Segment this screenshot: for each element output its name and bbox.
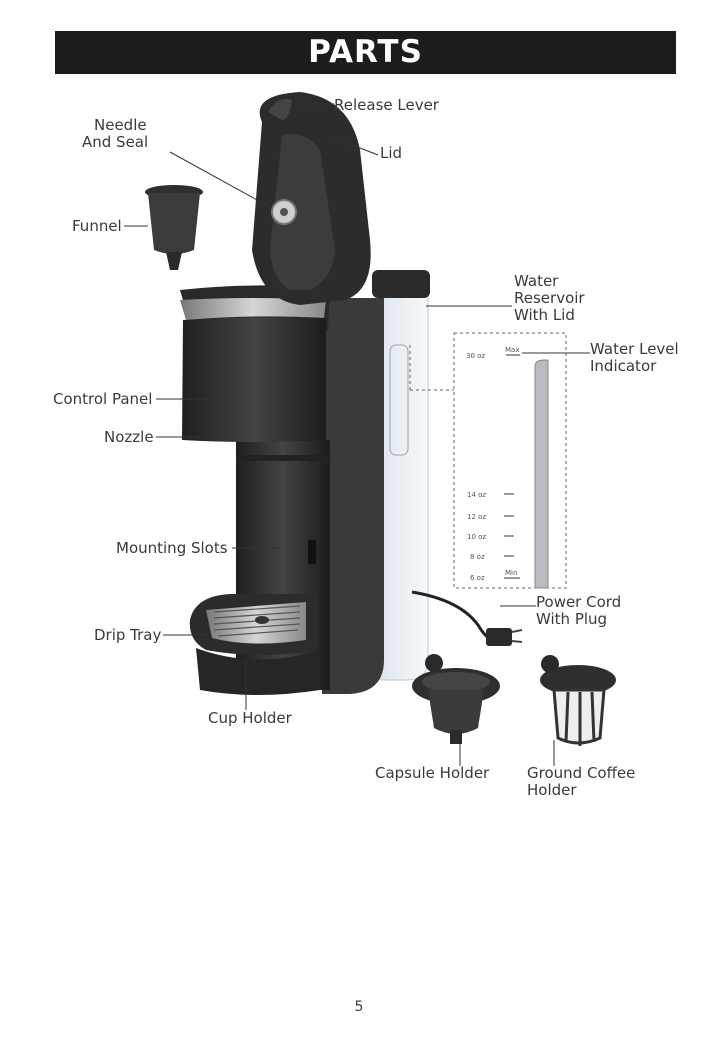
label-nozzle: Nozzle [104,429,154,446]
gauge-mark-12: 12 oz [467,513,486,521]
label-level-line2: Indicator [590,358,656,375]
gauge-mark-8: 8 oz [470,553,485,561]
lid [252,92,371,305]
label-ground-line2: Holder [527,782,577,799]
gauge-min-oz: 6 oz [470,574,485,582]
gauge-min-label: Min [505,569,517,577]
page-number: 5 [0,999,718,1015]
label-control-panel: Control Panel [53,391,152,408]
label-level-line1: Water Level [590,341,679,358]
label-funnel: Funnel [72,218,122,235]
funnel [145,185,203,270]
label-needle-line1: Needle [94,117,147,134]
label-power-line1: Power Cord [536,594,621,611]
label-needle-line2: And Seal [82,134,148,151]
label-capsule-holder: Capsule Holder [375,765,489,782]
gauge-max-oz: 30 oz [466,352,485,360]
label-cup-holder: Cup Holder [208,710,292,727]
label-water-line1: Water [514,273,558,290]
water-level-gauge [410,333,566,588]
label-drip-tray: Drip Tray [94,627,161,644]
label-mounting-slots: Mounting Slots [116,540,228,557]
ground-coffee-holder [540,655,616,746]
drip-tray [190,594,320,695]
brew-head [180,285,330,442]
label-ground-line1: Ground Coffee [527,765,635,782]
label-lid: Lid [380,145,402,162]
label-water-line2: Reservoir [514,290,585,307]
gauge-mark-14: 14 oz [467,491,486,499]
label-power-line2: With Plug [536,611,607,628]
gauge-max-label: Max [505,346,519,354]
label-release-lever: Release Lever [334,97,439,114]
gauge-mark-10: 10 oz [467,533,486,541]
label-water-line3: With Lid [514,307,575,324]
